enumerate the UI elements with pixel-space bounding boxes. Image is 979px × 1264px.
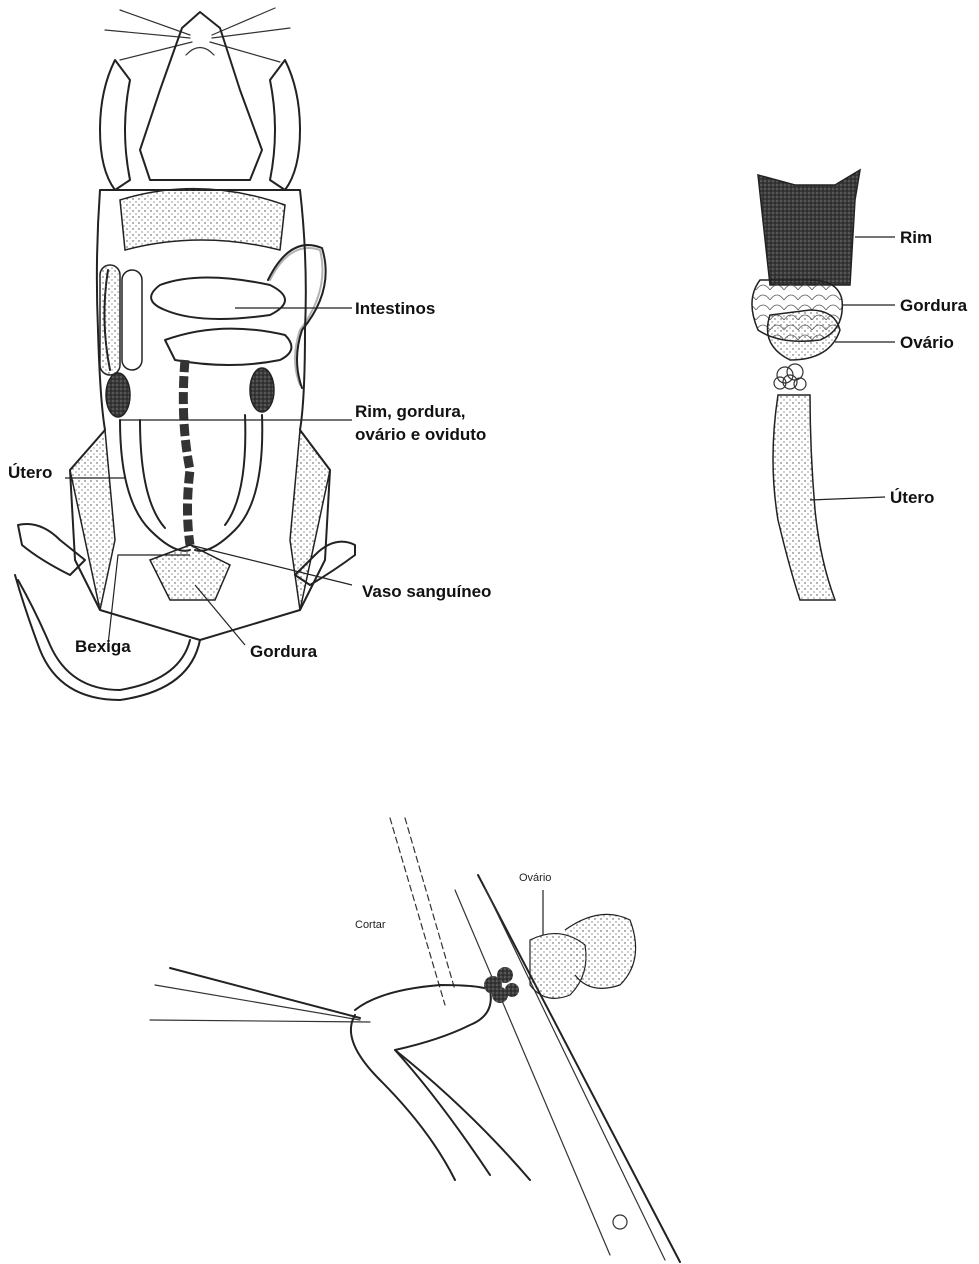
label-cortar: Cortar bbox=[355, 919, 386, 931]
mouse-dissection-drawing bbox=[15, 8, 355, 700]
oviduct-coil bbox=[774, 364, 806, 390]
label-gordura-fig2: Gordura bbox=[900, 296, 968, 315]
label-rim-fig2: Rim bbox=[900, 228, 932, 247]
intestine-loop-2 bbox=[165, 329, 291, 365]
front-leg-right bbox=[270, 60, 300, 190]
kidney-left bbox=[106, 373, 130, 417]
kidney bbox=[758, 170, 860, 285]
intestine-loop-1 bbox=[151, 278, 285, 320]
reproductive-tract-drawing bbox=[752, 170, 860, 600]
label-rim-gordura: Rim, gordura, bbox=[355, 402, 466, 421]
label-ovario-fig3: Ovário bbox=[519, 872, 551, 884]
uterus bbox=[773, 395, 835, 600]
label-utero-fig2: Útero bbox=[890, 488, 934, 507]
whiskers bbox=[105, 8, 290, 62]
ovary bbox=[768, 310, 841, 360]
kidney-right bbox=[250, 368, 274, 412]
cutting-procedure-drawing bbox=[150, 818, 680, 1262]
label-ovario-oviduto: ovário e oviduto bbox=[355, 425, 486, 444]
label-gordura-fig1: Gordura bbox=[250, 642, 318, 661]
oviduct-coil-fig3 bbox=[484, 967, 519, 1003]
label-vaso-sanguineo: Vaso sanguíneo bbox=[362, 582, 491, 601]
label-ovario-fig2: Ovário bbox=[900, 333, 954, 352]
mouse-head bbox=[140, 12, 262, 180]
label-bexiga: Bexiga bbox=[75, 637, 131, 656]
front-leg-left bbox=[100, 60, 130, 190]
label-intestinos: Intestinos bbox=[355, 299, 435, 318]
label-utero-fig1: Útero bbox=[8, 463, 52, 482]
